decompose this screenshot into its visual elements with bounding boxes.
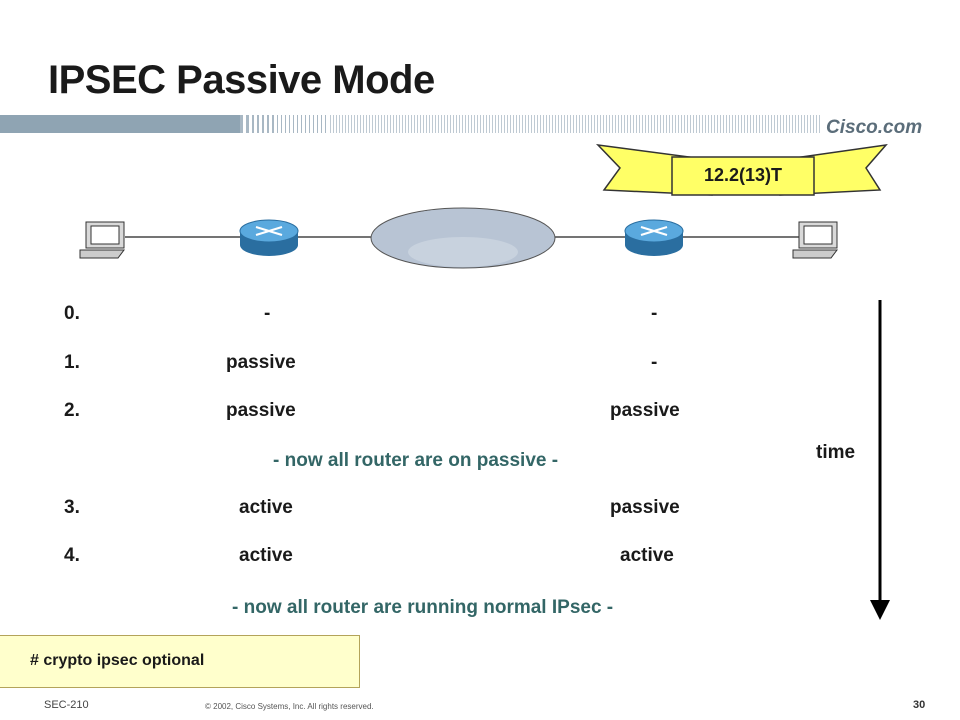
version-banner-label: 12.2(13)T: [703, 165, 783, 185]
row-number: 2.: [64, 400, 80, 421]
footer-copyright: © 2002, Cisco Systems, Inc. All rights r…: [205, 702, 374, 711]
row-number: 0.: [64, 303, 80, 324]
slide-title: IPSEC Passive Mode: [48, 58, 435, 102]
left-router-state: passive: [226, 352, 296, 373]
row-number: 1.: [64, 352, 80, 373]
router-icon: [624, 219, 684, 256]
right-router-state: -: [651, 303, 658, 324]
footer-course-code: SEC-210: [44, 699, 89, 711]
right-router-state: passive: [610, 400, 680, 421]
header-stripe-bar: [0, 113, 960, 135]
right-router-state: -: [651, 352, 658, 373]
time-label: time: [816, 442, 856, 463]
crypto-command: # crypto ipsec optional: [30, 652, 205, 669]
left-router-state: active: [239, 497, 293, 518]
note-all-passive: - now all router are on passive -: [273, 450, 559, 471]
row-number: 4.: [64, 545, 80, 566]
cloud-icon: [370, 207, 556, 269]
left-router-state: passive: [226, 400, 296, 421]
right-router-state: passive: [610, 497, 680, 518]
crypto-command-box: [0, 635, 360, 688]
row-number: 3.: [64, 497, 80, 518]
note-all-normal: - now all router are running normal IPse…: [232, 597, 614, 618]
cisco-logo: Cisco.com: [826, 117, 923, 138]
time-arrow: [870, 300, 890, 620]
left-router-state: active: [239, 545, 293, 566]
right-router-state: active: [620, 545, 674, 566]
workstation-icon: [79, 221, 125, 259]
workstation-icon: [792, 221, 838, 259]
router-icon: [239, 219, 299, 256]
footer-page-number: 30: [913, 699, 926, 711]
left-router-state: -: [264, 303, 271, 324]
